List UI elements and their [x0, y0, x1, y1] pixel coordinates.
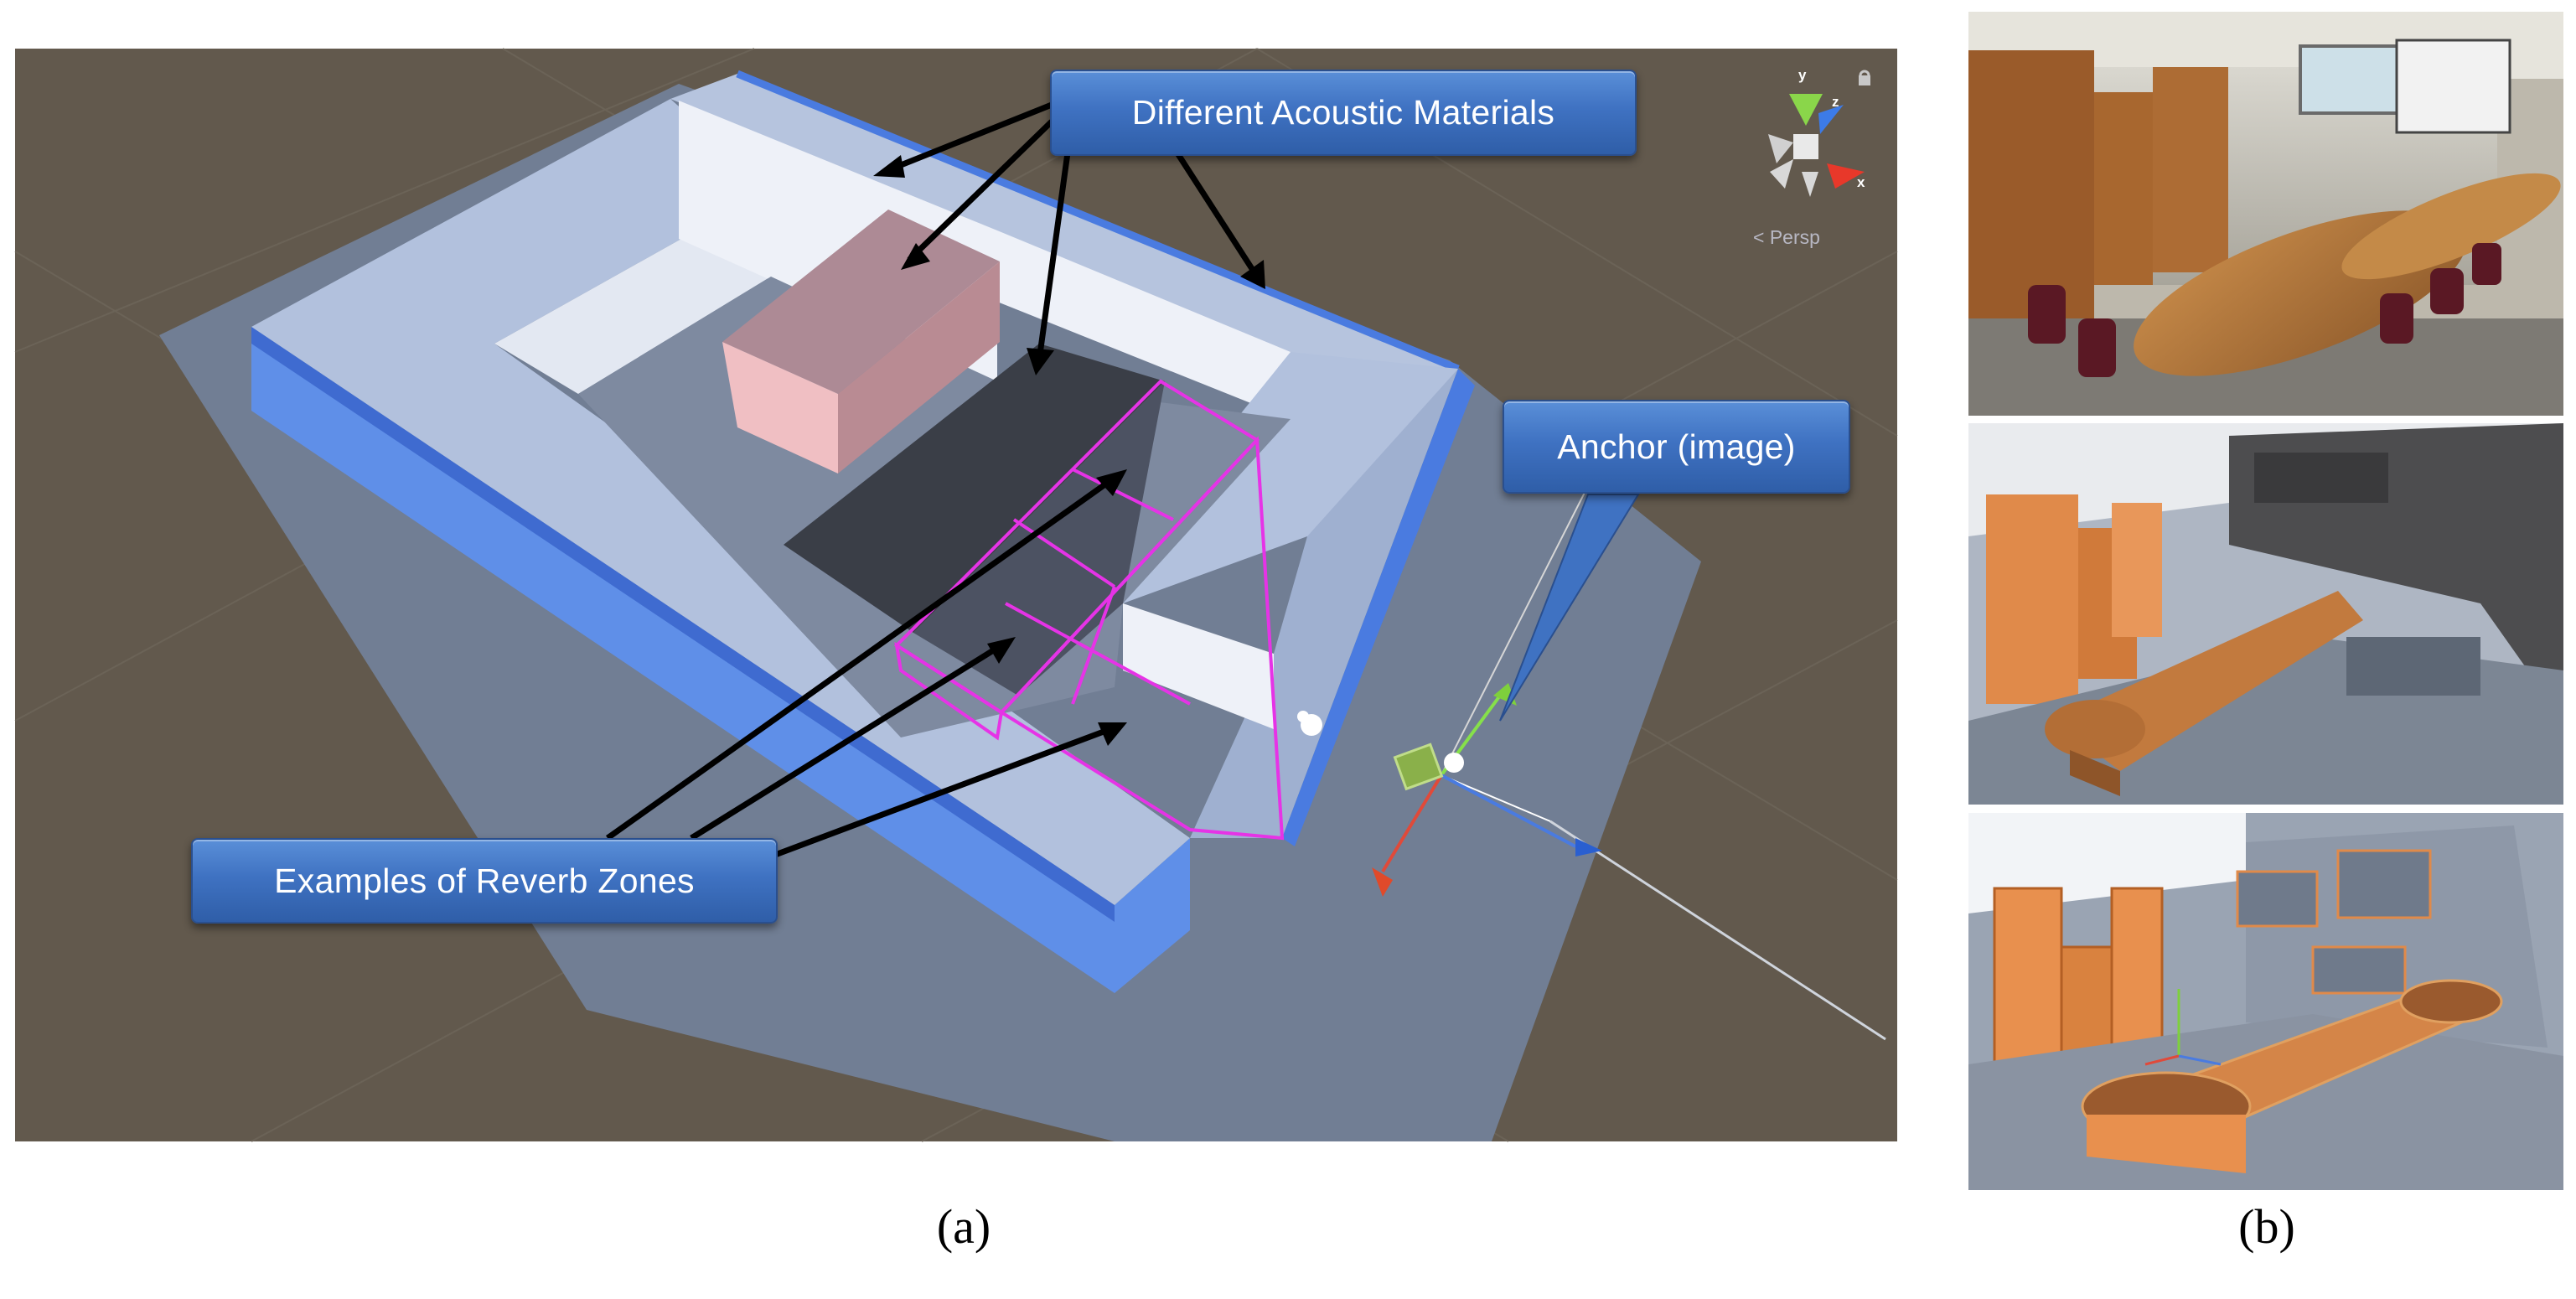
anchor-image-quad [1393, 743, 1444, 791]
gizmo-neg-y [1802, 172, 1818, 197]
anchor-z-arrow [1575, 838, 1602, 857]
anchor-callout-pointer [1499, 494, 1640, 722]
persp-view-label[interactable]: < Persp [1753, 226, 1820, 248]
panel-a-label: (a) [936, 1199, 991, 1254]
photo-chairs [2028, 243, 2501, 377]
callout-different-acoustic-materials: Different Acoustic Materials [1050, 70, 1637, 156]
wall-back-face-2 [997, 230, 1291, 419]
persp-text: Persp [1769, 226, 1820, 248]
photo-projector-screen [2395, 39, 2511, 134]
wall-block-right-white [1123, 603, 1274, 729]
panel-b-photo [1968, 12, 2563, 416]
panel-b-proxy-model [1968, 813, 2563, 1190]
anchor-center [1444, 753, 1464, 773]
anchor-gizmo [1297, 477, 1886, 1041]
dark-reverb-zone [784, 344, 1165, 633]
gizmo-center [1793, 134, 1818, 159]
photo-cabinet [1968, 50, 2094, 318]
anchor-x-arrow [1372, 867, 1393, 897]
mesh-cabinet [1986, 494, 2078, 704]
gizmo-x-cone [1827, 163, 1865, 189]
panel-a-scene [14, 48, 1898, 1142]
pink-box-front [722, 342, 838, 474]
gizmo-axis-z-label: z [1832, 94, 1839, 110]
wall-block-right-edge [1282, 369, 1475, 846]
orientation-gizmo[interactable] [1768, 70, 1870, 197]
lock-icon [1859, 75, 1870, 85]
pink-box-side [838, 261, 1000, 474]
wall-back-top [670, 74, 1458, 394]
wall-base-blue-left [251, 327, 1115, 993]
gizmo-neg-x [1768, 134, 1793, 163]
gizmo-axis-x-label: x [1857, 174, 1865, 190]
reverb-zone-boxes [893, 379, 1285, 841]
gizmo-z-cone [1818, 105, 1844, 134]
callout-anchor-image: Anchor (image) [1503, 400, 1850, 494]
gizmo-y-cone [1789, 94, 1823, 126]
proxy-cabinet-left [1993, 887, 2063, 1070]
gizmo-neg-z [1770, 159, 1793, 189]
gizmo-axis-y-label: y [1798, 67, 1807, 83]
callout-examples-of-reverb-zones: Examples of Reverb Zones [191, 838, 778, 924]
callout-arrows [605, 101, 1260, 858]
photo-window [2299, 44, 2411, 115]
panel-b-label: (b) [2238, 1199, 2295, 1254]
panel-b-spatial-mesh [1968, 423, 2563, 805]
wall-block-left-side [251, 327, 1115, 922]
wall-base-blue-front [1115, 838, 1190, 993]
arrow-heads [873, 155, 1265, 746]
pink-box-top [722, 210, 1000, 394]
